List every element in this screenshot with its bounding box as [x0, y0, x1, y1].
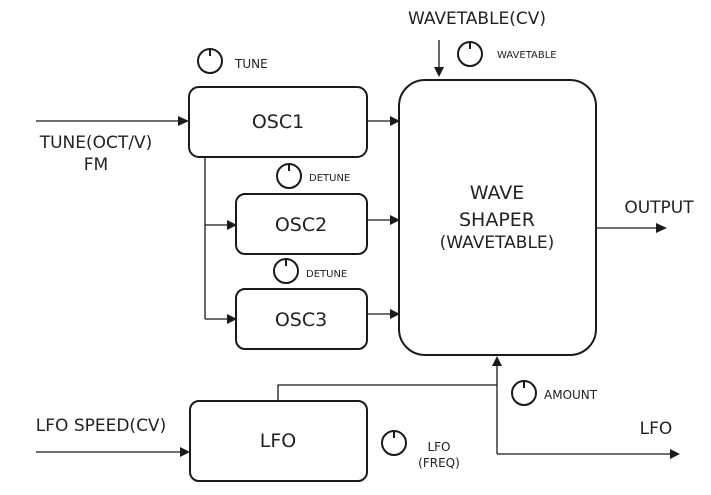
shaper-label-line2: SHAPER: [459, 209, 535, 231]
shaper-label-line1: WAVE: [470, 182, 525, 204]
osc2-label: OSC2: [275, 214, 327, 236]
lfo-out-arrow: [670, 449, 680, 459]
lfo-freq-knob[interactable]: LFO (FREQ): [381, 430, 460, 470]
detune-knob-osc3[interactable]: DETUNE: [273, 258, 347, 284]
osc1-block: OSC1: [188, 86, 368, 158]
lfo-box: [189, 400, 368, 482]
detune-knob-osc3-label: DETUNE: [306, 269, 347, 280]
tune-input-arrow: [178, 116, 189, 126]
lfo-speed-arrow: [180, 447, 190, 457]
amount-knob[interactable]: AMOUNT: [511, 380, 598, 406]
osc2-box: [235, 193, 368, 255]
lfo-block: LFO: [189, 400, 368, 482]
amount-knob-label: AMOUNT: [544, 388, 598, 402]
osc3-label: OSC3: [275, 309, 327, 331]
detune-knob-osc2-label: DETUNE: [309, 173, 350, 184]
osc1-label: OSC1: [252, 111, 304, 133]
osc2-out-arrow: [390, 215, 400, 225]
wavetable-knob[interactable]: WAVETABLE: [457, 41, 557, 67]
osc2-block: OSC2: [235, 193, 368, 255]
wave-shaper-block: WAVE SHAPER (WAVETABLE): [398, 79, 597, 356]
osc1-out-arrow: [390, 116, 400, 126]
osc3-block: OSC3: [235, 288, 368, 350]
wavetable-knob-label: WAVETABLE: [497, 50, 557, 61]
lfo-freq-knob-label-line1: LFO: [427, 440, 450, 454]
osc1-box: [188, 86, 368, 158]
wavetable-cv-label: WAVETABLE(CV): [408, 9, 546, 29]
lfo-mod-line: [277, 384, 497, 401]
connections: [36, 40, 680, 459]
lfo-speed-label: LFO SPEED(CV): [36, 416, 166, 436]
osc3-feed-arrow: [227, 314, 237, 324]
shaper-label-line3: (WAVETABLE): [440, 233, 555, 253]
detune-knob-osc2[interactable]: DETUNE: [276, 163, 350, 189]
lfo-freq-knob-label-line2: (FREQ): [418, 456, 460, 470]
output-arrow: [656, 223, 667, 233]
wavetable-cv-arrow: [434, 67, 444, 77]
lfo-output-label: LFO: [640, 419, 673, 439]
wave-shaper-box: [398, 79, 597, 356]
output-label: OUTPUT: [624, 198, 694, 218]
osc2-feed-arrow: [227, 220, 237, 230]
tune-knob[interactable]: TUNE: [197, 48, 268, 74]
osc3-box: [235, 288, 368, 350]
mod-to-shaper-arrow: [492, 356, 502, 366]
fm-input-label: FM: [84, 155, 108, 175]
lfo-label: LFO: [260, 430, 296, 452]
tune-knob-label: TUNE: [234, 57, 268, 71]
osc3-out-arrow: [390, 309, 400, 319]
tune-input-label: TUNE(OCT/V): [39, 133, 153, 153]
